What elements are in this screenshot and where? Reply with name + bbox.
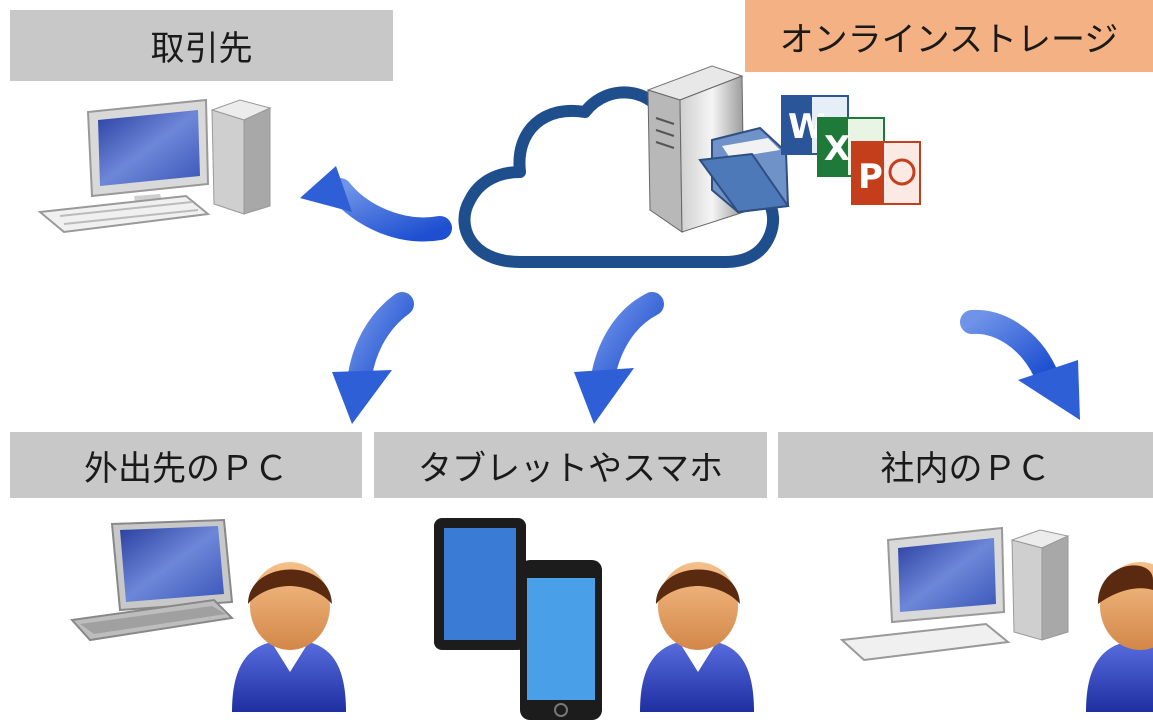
- outside-pc-label: 外出先のＰＣ: [10, 432, 362, 498]
- arrow-to-office-pc-icon: [960, 309, 1080, 420]
- arrow-to-partner-icon: [300, 166, 452, 242]
- arrow-to-outside-pc-icon: [332, 292, 414, 424]
- folder-icon: [698, 126, 790, 214]
- person-office-icon: [1086, 562, 1153, 712]
- desktop-pc-icon: [37, 98, 272, 234]
- person-outside-icon: [232, 562, 346, 712]
- svg-text:X: X: [824, 129, 850, 169]
- powerpoint-icon: P: [851, 141, 921, 205]
- arrow-to-tablet-icon: [574, 292, 664, 424]
- online-storage-label: オンラインストレージ: [745, 0, 1153, 72]
- laptop-icon: [69, 518, 235, 642]
- office-desktop-pc-icon: [839, 526, 1070, 662]
- tablet-label: タブレットやスマホ: [374, 432, 767, 498]
- partner-label: 取引先: [10, 10, 393, 81]
- smartphone-icon: [520, 560, 602, 720]
- person-tablet-icon: [640, 562, 754, 712]
- cloud-icon: [458, 86, 780, 268]
- tablet-icon: [434, 518, 526, 650]
- svg-text:P: P: [858, 157, 883, 197]
- office-pc-label: 社内のＰＣ: [778, 432, 1153, 498]
